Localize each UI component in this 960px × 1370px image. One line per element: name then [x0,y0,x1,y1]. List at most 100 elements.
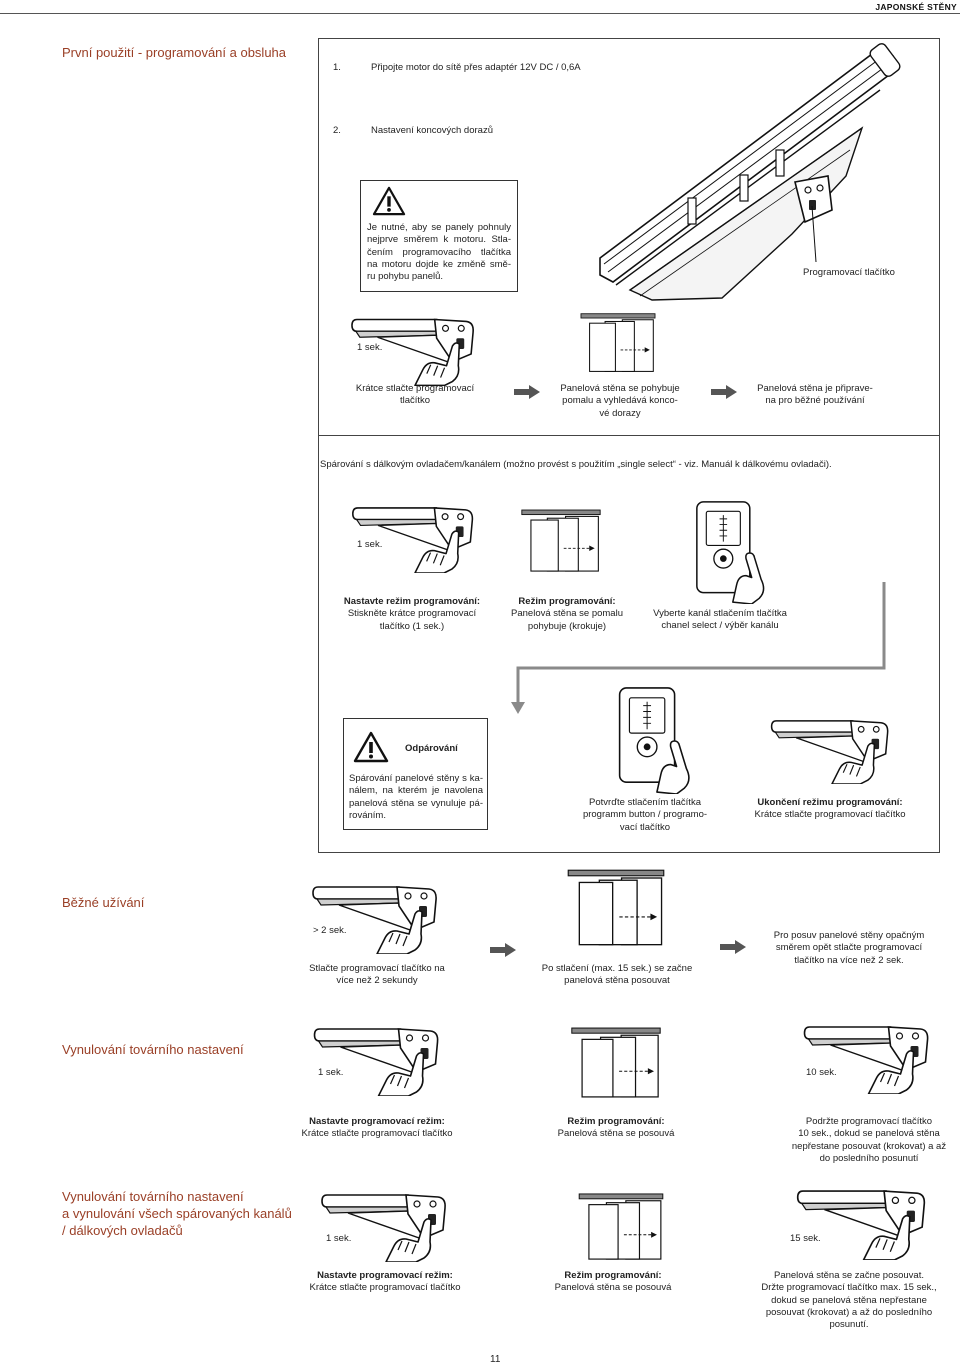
caption-select-channel: Vyberte kanál stlačením tlačítka chanel … [630,608,810,633]
caption-hold-10s: Podržte programovací tlačítko 10 sek., d… [774,1116,960,1165]
caption-line: Podržte programovací tlačítko [805,1116,933,1127]
step-number-1: 1. [333,62,341,73]
caption-line: tlačítko [399,395,431,407]
section-heading-normal-use: Běžné užívání [62,895,145,910]
caption-line: nepřestane posouvat (krokovat) a až [791,1140,947,1152]
duration-label: 10 sek. [806,1067,837,1078]
caption-line: Stlačte programovací tlačítko na [309,963,445,974]
caption-programming-mode: Režim programování: Panelová stěna se po… [536,1116,696,1141]
caption-press-button: Krátce stlačte programovací tlačítko [335,383,495,408]
caption-searching-end-stops: Panelová stěna se pohybuje pomalu a vyhl… [540,383,700,420]
arrow-right-icon [514,385,540,399]
caption-line: Panelová stěna je připrave- [757,383,873,394]
motor-button-press-illustration [315,1192,455,1262]
caption-line: dokud se panelová stěna nepřestane [771,1294,927,1306]
warning-line: nejprve směrem k motoru. Stla- [367,234,511,246]
caption-line: na pro běžné používání [765,395,865,407]
caption-line: Krátce stlačte programovací tlačítko [754,809,906,821]
panel-wall-illustration [574,312,662,374]
duration-label: 1 sek. [357,342,383,353]
heading-line: Vynulování továrního nastavení [62,1189,244,1204]
caption-line: Po stlačení (max. 15 sek.) se začne [541,963,693,974]
caption-line: Panelová stěna se začne posouvat. [774,1270,924,1281]
header-title: JAPONSKÉ STĚNY [875,2,957,12]
caption-line: Panelová stěna se posouvá [557,1128,675,1140]
caption-title: Ukončení režimu programování: [757,797,903,808]
warning-line: čením programovacího tlačítka [367,246,511,258]
panel-wall-illustration [520,503,602,579]
caption-hold-15s: Panelová stěna se začne posouvat. Držte … [749,1270,949,1331]
caption-line: vé dorazy [599,407,641,419]
arrow-right-icon [720,940,746,954]
duration-label: > 2 sek. [313,925,347,936]
arrow-right-icon [490,943,516,957]
caption-confirm: Potvrďte stlačením tlačítka programm but… [560,797,730,834]
caption-set-programming-mode: Nastavte programovací režim: Krátce stla… [277,1116,477,1141]
warning-line: nálem, na kterém je navolena [349,785,483,797]
caption-line: tlačítko (1 sek.) [379,620,445,632]
remote-control-illustration [612,686,694,794]
section-heading-first-use: První použití - programování a obsluha [62,45,287,60]
duration-label: 15 sek. [790,1233,821,1244]
duration-label: 1 sek. [357,539,383,550]
caption-line: pohybuje (krokuje) [527,620,607,632]
caption-set-programming-mode: Nastavte programovací režim: Krátce stla… [285,1270,485,1295]
caption-title: Nastavte programovací režim: [317,1270,453,1281]
motor-button-press-illustration [790,1188,935,1260]
caption-wall-moves: Po stlačení (max. 15 sek.) se začne pane… [522,963,712,988]
caption-line: Stiskněte krátce programovací [347,608,477,620]
caption-line: vací tlačítko [619,821,671,833]
caption-finish-programming: Ukončení režimu programování: Krátce stl… [730,797,930,822]
step-text-end-stops: Nastavení koncových dorazů [371,125,493,136]
panel-wall-illustration [564,1026,668,1100]
warning-box-unpair [343,718,488,830]
arrow-right-icon [711,385,737,399]
caption-line: Potvrďte stlačením tlačítka [589,797,701,808]
heading-line: a vynulování všech spárovaných kanálů [62,1206,292,1221]
step-text-connect-motor: Připojte motor do sítě přes adaptér 12V … [371,62,581,73]
caption-line: 10 sek., dokud se panelová stěna [798,1128,940,1140]
unpair-title: Odpárování [405,743,458,754]
step-number-2: 2. [333,125,341,136]
caption-line: Panelová stěna se pomalu [511,608,623,620]
header-rule [0,13,960,14]
caption-line: Panelová stěna se pohybuje [560,383,680,394]
section-heading-full-reset: Vynulování továrního nastavení a vynulov… [62,1188,292,1239]
panel-wall-illustration [574,1192,668,1262]
caption-line: chanel select / výběr kanálu [661,620,779,632]
caption-line: Pro posuv panelové stěny opačným [773,930,925,941]
motor-button-press-illustration [765,718,897,784]
panel-wall-illustration [564,868,668,948]
warning-line: panelová stěna se vynuluje pá- [349,797,483,809]
motor-button-press-illustration [795,1024,940,1094]
heading-line: / dálkových ovladačů [62,1223,183,1238]
flow-connector [511,582,886,714]
caption-line: posouvat (krokovat) a až do posledního [765,1306,933,1318]
section-heading-factory-reset: Vynulování továrního nastavení [62,1042,244,1057]
duration-label: 1 sek. [326,1233,352,1244]
caption-ready: Panelová stěna je připrave- na pro běžné… [735,383,895,408]
warning-line: rováním. [349,809,386,821]
caption-line: Krátce stlačte programovací [355,383,475,394]
caption-programming-mode: Režim programování: Panelová stěna se po… [487,596,647,633]
warning-line: ru pohybu panelů. [367,271,444,283]
caption-line: Vyberte kanál stlačením tlačítka [653,608,787,619]
caption-line: pomalu a vyhledává konco- [562,395,678,407]
caption-line: Krátce stlačte programovací tlačítko [301,1128,453,1140]
caption-line: Panelová stěna se posouvá [554,1282,672,1294]
page-number: 11 [490,1354,501,1365]
caption-line: posunutí. [829,1319,869,1331]
caption-line: panelová stěna posouvat [564,975,670,987]
warning-line: Spárování panelové stěny s ka- [349,773,483,784]
motor-rail-illustration [599,43,901,301]
caption-line: tlačítko na více než 2 sek. [794,954,904,966]
caption-line: více než 2 sekundy [336,975,418,987]
caption-title: Nastavte programovací režim: [309,1116,445,1127]
caption-programming-mode: Režim programování: Panelová stěna se po… [533,1270,693,1295]
unpair-text: Spárování panelové stěny s ka- nálem, na… [349,773,483,822]
caption-set-programming-mode: Nastavte režim programování: Stiskněte k… [322,596,502,633]
caption-line: Držte programovací tlačítko max. 15 sek.… [761,1282,937,1294]
warning-icon [353,731,389,763]
caption-line: programm button / programo- [582,809,708,821]
caption-title: Režim programování: [564,1270,662,1281]
